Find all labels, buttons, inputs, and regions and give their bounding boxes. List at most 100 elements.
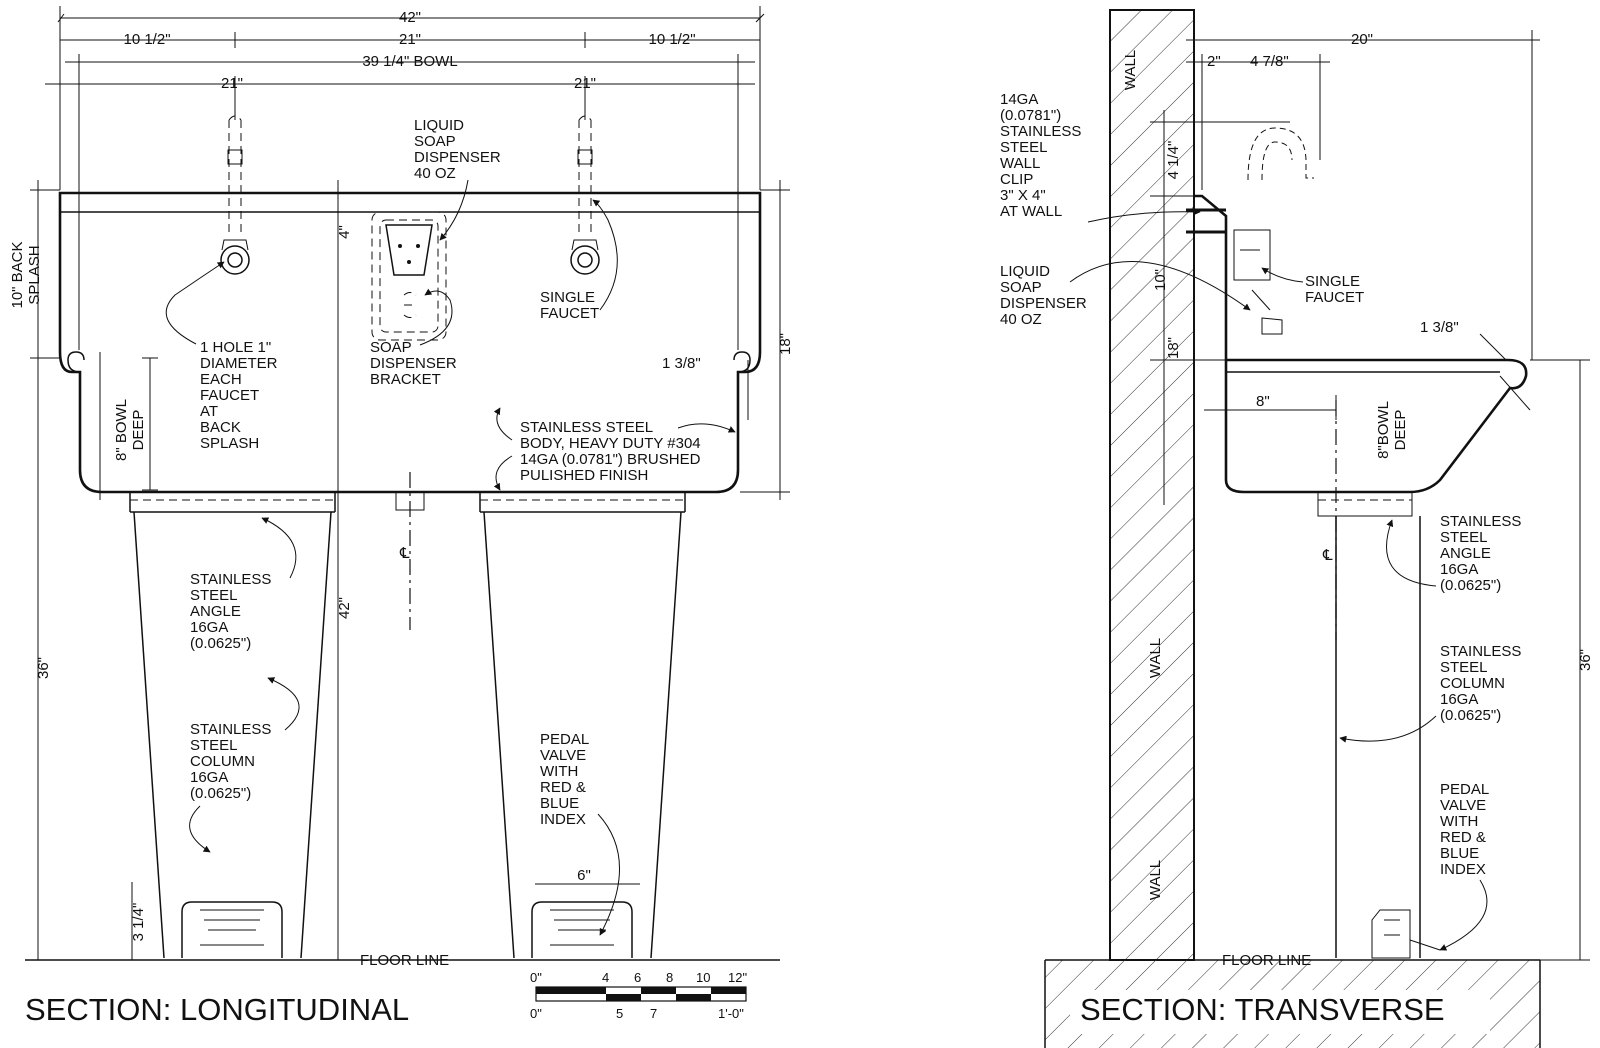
svg-text:CLIP: CLIP [1000, 171, 1033, 188]
svg-text:STEEL: STEEL [1440, 659, 1488, 676]
floor-line-label: FLOOR LINE [360, 952, 449, 969]
svg-text:PEDAL: PEDAL [540, 731, 589, 748]
label-body: STAINLESS STEEL BODY, HEAVY DUTY #304 14… [493, 407, 736, 491]
transverse-dimensions: 20" 2" 4 7/8" 4 1/4" 10" 18" 8" 1 3/8" 3… [1150, 30, 1594, 961]
dim-height-18: 18" [777, 333, 794, 355]
dim-2: 2" [1207, 53, 1221, 70]
svg-text:16GA: 16GA [190, 769, 228, 786]
svg-text:STEEL: STEEL [190, 737, 238, 754]
label-back-splash-2: SPLASH [26, 245, 43, 304]
label-angle-left: STAINLESS STEEL ANGLE 16GA (0.0625") [190, 517, 297, 652]
title-longitudinal: SECTION: LONGITUDINAL [25, 992, 409, 1027]
label-liquid-soap: LIQUID SOAP DISPENSER 40 OZ [414, 117, 501, 241]
dim-8: 8" [1256, 393, 1270, 410]
svg-text:LIQUID: LIQUID [414, 117, 464, 134]
label-soap-transverse: LIQUID SOAP DISPENSER 40 OZ [1000, 261, 1251, 328]
top-dimensions: 42" 10 1/2" 21" 10 1/2" 39 1/4" BOWL 21"… [45, 6, 765, 350]
svg-text:BLUE: BLUE [540, 795, 579, 812]
dim-4-7-8: 4 7/8" [1250, 53, 1289, 70]
svg-text:5: 5 [616, 1006, 623, 1021]
svg-text:(0.0625"): (0.0625") [190, 785, 251, 802]
svg-text:(0.0781"): (0.0781") [1000, 107, 1061, 124]
label-faucet-transverse: SINGLE FAUCET [1261, 267, 1364, 306]
label-faucet-hole: 1 HOLE 1" DIAMETER EACH FAUCET AT BACK S… [165, 261, 278, 452]
svg-text:1 HOLE 1": 1 HOLE 1" [200, 339, 271, 356]
svg-text:PEDAL: PEDAL [1440, 781, 1489, 798]
svg-text:SPLASH: SPLASH [200, 435, 259, 452]
svg-text:STAINLESS: STAINLESS [190, 721, 271, 738]
svg-text:(0.0625"): (0.0625") [1440, 707, 1501, 724]
svg-text:0": 0" [530, 1006, 542, 1021]
svg-text:(0.0625"): (0.0625") [1440, 577, 1501, 594]
svg-text:0": 0" [530, 970, 542, 985]
label-single-faucet: SINGLE FAUCET [540, 199, 618, 322]
svg-text:LIQUID: LIQUID [1000, 263, 1050, 280]
faucet-left [220, 115, 250, 275]
svg-text:7: 7 [650, 1006, 657, 1021]
svg-text:14GA (0.0781") BRUSHED: 14GA (0.0781") BRUSHED [520, 451, 701, 468]
label-bowl-deep-2: DEEP [130, 410, 147, 451]
svg-text:BACK: BACK [200, 419, 241, 436]
svg-text:40 OZ: 40 OZ [414, 165, 456, 182]
svg-text:DISPENSER: DISPENSER [370, 355, 457, 372]
svg-text:FAUCET: FAUCET [200, 387, 259, 404]
dim-pedal-3-1-4: 3 1/4" [130, 903, 147, 942]
dim-1-3-8: 1 3/8" [1420, 319, 1459, 336]
svg-text:WITH: WITH [540, 763, 578, 780]
svg-text:STAINLESS: STAINLESS [1000, 123, 1081, 140]
svg-text:10: 10 [696, 970, 710, 985]
faucet-right [570, 115, 600, 275]
dim-rim-1-3-8: 1 3/8" [662, 355, 701, 372]
vertical-dimensions [30, 180, 790, 960]
label-column-transverse: STAINLESS STEEL COLUMN 16GA (0.0625") [1339, 643, 1521, 743]
dim-10: 10" [1152, 269, 1169, 291]
svg-text:14GA: 14GA [1000, 91, 1038, 108]
label-soap-bracket: SOAP DISPENSER BRACKET [370, 288, 457, 388]
wall-label-bottom: WALL [1147, 860, 1164, 900]
dim-depth-20: 20" [1351, 31, 1373, 48]
label-pedal-left: PEDAL VALVE WITH RED & BLUE INDEX [540, 731, 620, 936]
svg-text:VALVE: VALVE [1440, 797, 1486, 814]
dim-faucet-right: 21" [574, 75, 596, 92]
svg-text:FAUCET: FAUCET [540, 305, 599, 322]
wall-label-top: WALL [1122, 50, 1139, 90]
column-left [129, 492, 336, 959]
svg-text:EACH: EACH [200, 371, 242, 388]
svg-text:WALL: WALL [1000, 155, 1040, 172]
svg-text:SOAP: SOAP [414, 133, 456, 150]
svg-text:16GA: 16GA [190, 619, 228, 636]
svg-text:SOAP: SOAP [370, 339, 412, 356]
longitudinal-section: 42" 10 1/2" 21" 10 1/2" 39 1/4" BOWL 21"… [9, 6, 794, 1027]
svg-text:SINGLE: SINGLE [1305, 273, 1360, 290]
svg-text:WITH: WITH [1440, 813, 1478, 830]
svg-text:AT: AT [200, 403, 218, 420]
svg-text:6: 6 [634, 970, 641, 985]
svg-text:STAINLESS: STAINLESS [1440, 513, 1521, 530]
dim-4-1-4: 4 1/4" [1165, 141, 1182, 180]
center-line: ℄ [395, 472, 425, 630]
svg-text:VALVE: VALVE [540, 747, 586, 764]
dim-height-42: 42" [336, 597, 353, 619]
svg-text:STAINLESS STEEL: STAINLESS STEEL [520, 419, 653, 436]
dim-center-21: 21" [399, 31, 421, 48]
svg-text:ANGLE: ANGLE [190, 603, 241, 620]
svg-text:DIAMETER: DIAMETER [200, 355, 278, 372]
svg-text:COLUMN: COLUMN [1440, 675, 1505, 692]
svg-text:STAINLESS: STAINLESS [190, 571, 271, 588]
svg-text:BLUE: BLUE [1440, 845, 1479, 862]
svg-text:STEEL: STEEL [1000, 139, 1048, 156]
dim-half-right: 10 1/2" [648, 31, 695, 48]
svg-text:INDEX: INDEX [1440, 861, 1486, 878]
label-bowl-deep-transverse-2: DEEP [1392, 410, 1409, 451]
label-bowl-deep-1: 8" BOWL [113, 399, 130, 461]
dim-36-transverse: 36" [1577, 649, 1594, 671]
dim-height-36: 36" [35, 657, 52, 679]
label-angle-transverse: STAINLESS STEEL ANGLE 16GA (0.0625") [1386, 513, 1521, 594]
svg-text:INDEX: INDEX [540, 811, 586, 828]
label-back-splash-1: 10" BACK [9, 241, 26, 308]
svg-text:STAINLESS: STAINLESS [1440, 643, 1521, 660]
centerline-symbol-left: ℄ [399, 545, 410, 562]
svg-text:BRACKET: BRACKET [370, 371, 441, 388]
svg-text:SINGLE: SINGLE [540, 289, 595, 306]
